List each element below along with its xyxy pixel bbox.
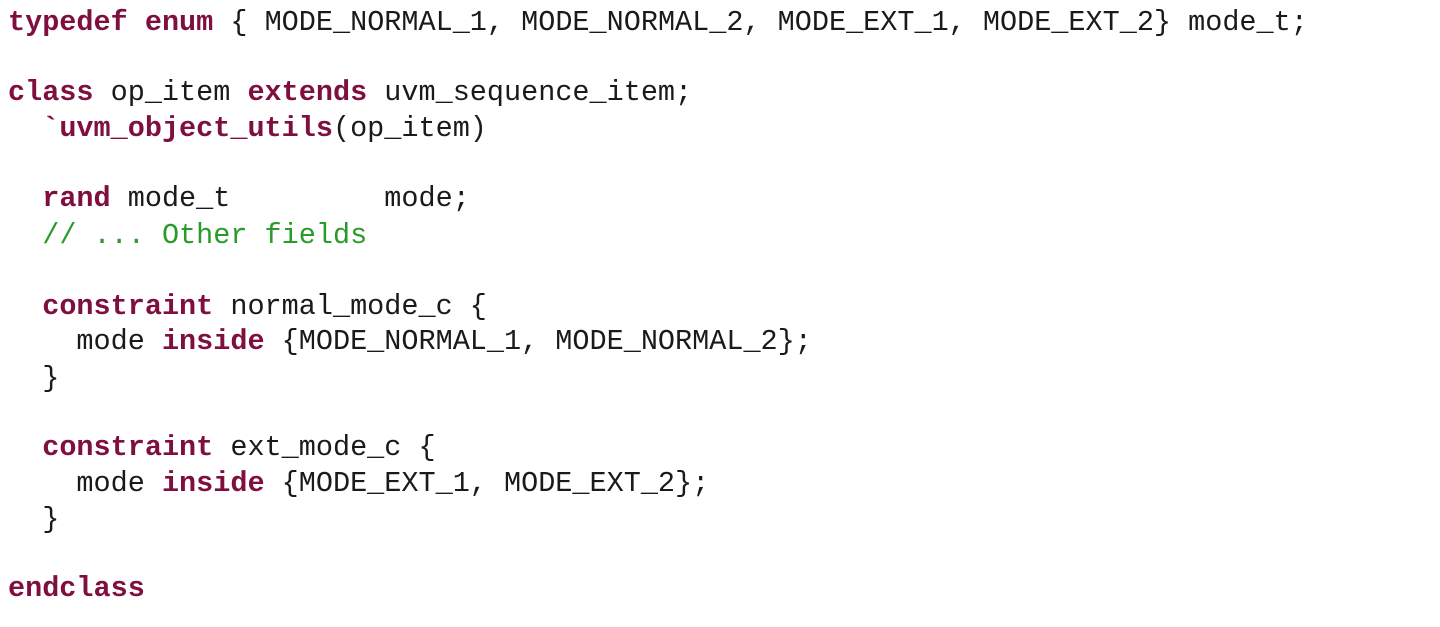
code-line-endclass: endclass: [8, 572, 145, 606]
class-name: op_item: [93, 76, 248, 109]
field-declaration: mode_t mode;: [110, 182, 470, 215]
code-line-inside-ext: mode inside {MODE_EXT_1, MODE_EXT_2};: [8, 467, 709, 501]
close-brace: }: [8, 503, 60, 536]
macro-uvm-object-utils: `uvm_object_utils: [42, 112, 333, 145]
keyword-constraint: constraint: [42, 431, 214, 464]
code-line-constraint-ext: constraint ext_mode_c {: [8, 431, 436, 465]
indent: [8, 112, 42, 145]
inside-set: {MODE_EXT_1, MODE_EXT_2};: [264, 467, 710, 500]
code-line-comment: // ... Other fields: [8, 219, 367, 253]
enum-values: { MODE_NORMAL_1, MODE_NORMAL_2, MODE_EXT…: [213, 6, 1308, 39]
code-line-macro: `uvm_object_utils(op_item): [8, 112, 487, 146]
code-text: [128, 6, 145, 39]
base-class: uvm_sequence_item;: [367, 76, 693, 109]
keyword-endclass: endclass: [8, 572, 145, 605]
keyword-typedef: typedef: [8, 6, 128, 39]
constraint-name: normal_mode_c {: [213, 290, 487, 323]
macro-args: (op_item): [332, 112, 487, 145]
keyword-rand: rand: [42, 182, 111, 215]
code-line-rand-field: rand mode_t mode;: [8, 182, 470, 216]
keyword-inside: inside: [161, 467, 265, 500]
indent: [8, 182, 42, 215]
code-text: mode: [8, 467, 162, 500]
keyword-extends: extends: [247, 76, 368, 109]
constraint-name: ext_mode_c {: [213, 431, 436, 464]
keyword-enum: enum: [144, 6, 214, 39]
close-brace: }: [8, 362, 60, 395]
indent: [8, 290, 42, 323]
keyword-constraint: constraint: [42, 290, 214, 323]
keyword-inside: inside: [161, 325, 265, 358]
code-line-typedef: typedef enum { MODE_NORMAL_1, MODE_NORMA…: [8, 6, 1308, 40]
code-line-close-brace: }: [8, 503, 59, 537]
indent: [8, 219, 42, 252]
keyword-class: class: [8, 76, 94, 109]
indent: [8, 431, 42, 464]
comment-other-fields: // ... Other fields: [42, 219, 368, 252]
code-text: mode: [8, 325, 162, 358]
code-line-inside-normal: mode inside {MODE_NORMAL_1, MODE_NORMAL_…: [8, 325, 812, 359]
code-line-constraint-normal: constraint normal_mode_c {: [8, 290, 487, 324]
code-line-close-brace: }: [8, 362, 59, 396]
code-line-class-decl: class op_item extends uvm_sequence_item;: [8, 76, 692, 110]
inside-set: {MODE_NORMAL_1, MODE_NORMAL_2};: [264, 325, 812, 358]
